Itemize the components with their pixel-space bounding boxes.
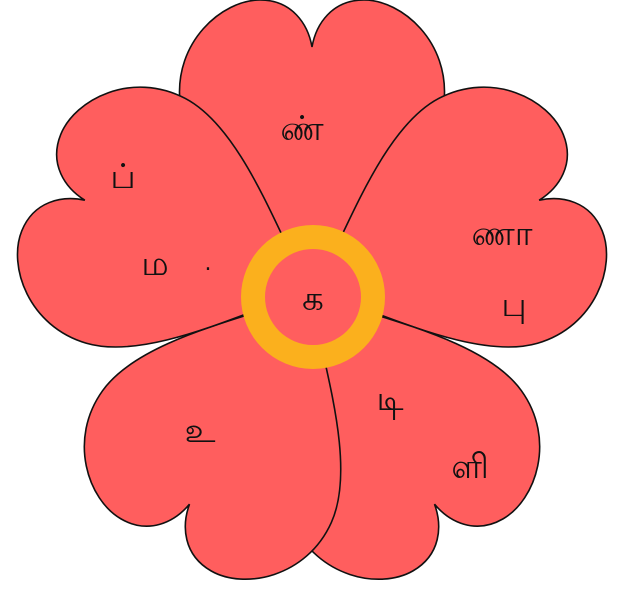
center-letter: க xyxy=(302,279,324,319)
petal-upper-left-letter-1: ப் xyxy=(110,157,135,197)
petal-top-letter-1: ண் xyxy=(280,109,324,149)
petal-upper-left-dot: . xyxy=(205,251,212,276)
petal-lower-right-letter-2: ளி xyxy=(451,447,489,487)
petal-upper-right-letter-1: ணா xyxy=(471,214,532,254)
petal-upper-left-letter-2: ம xyxy=(141,244,168,284)
petal-lower-right-letter-1: டி xyxy=(376,379,403,420)
petal-lower-left-letter-1: உ xyxy=(185,411,216,451)
petal-upper-right-letter-2: பு xyxy=(501,285,526,325)
